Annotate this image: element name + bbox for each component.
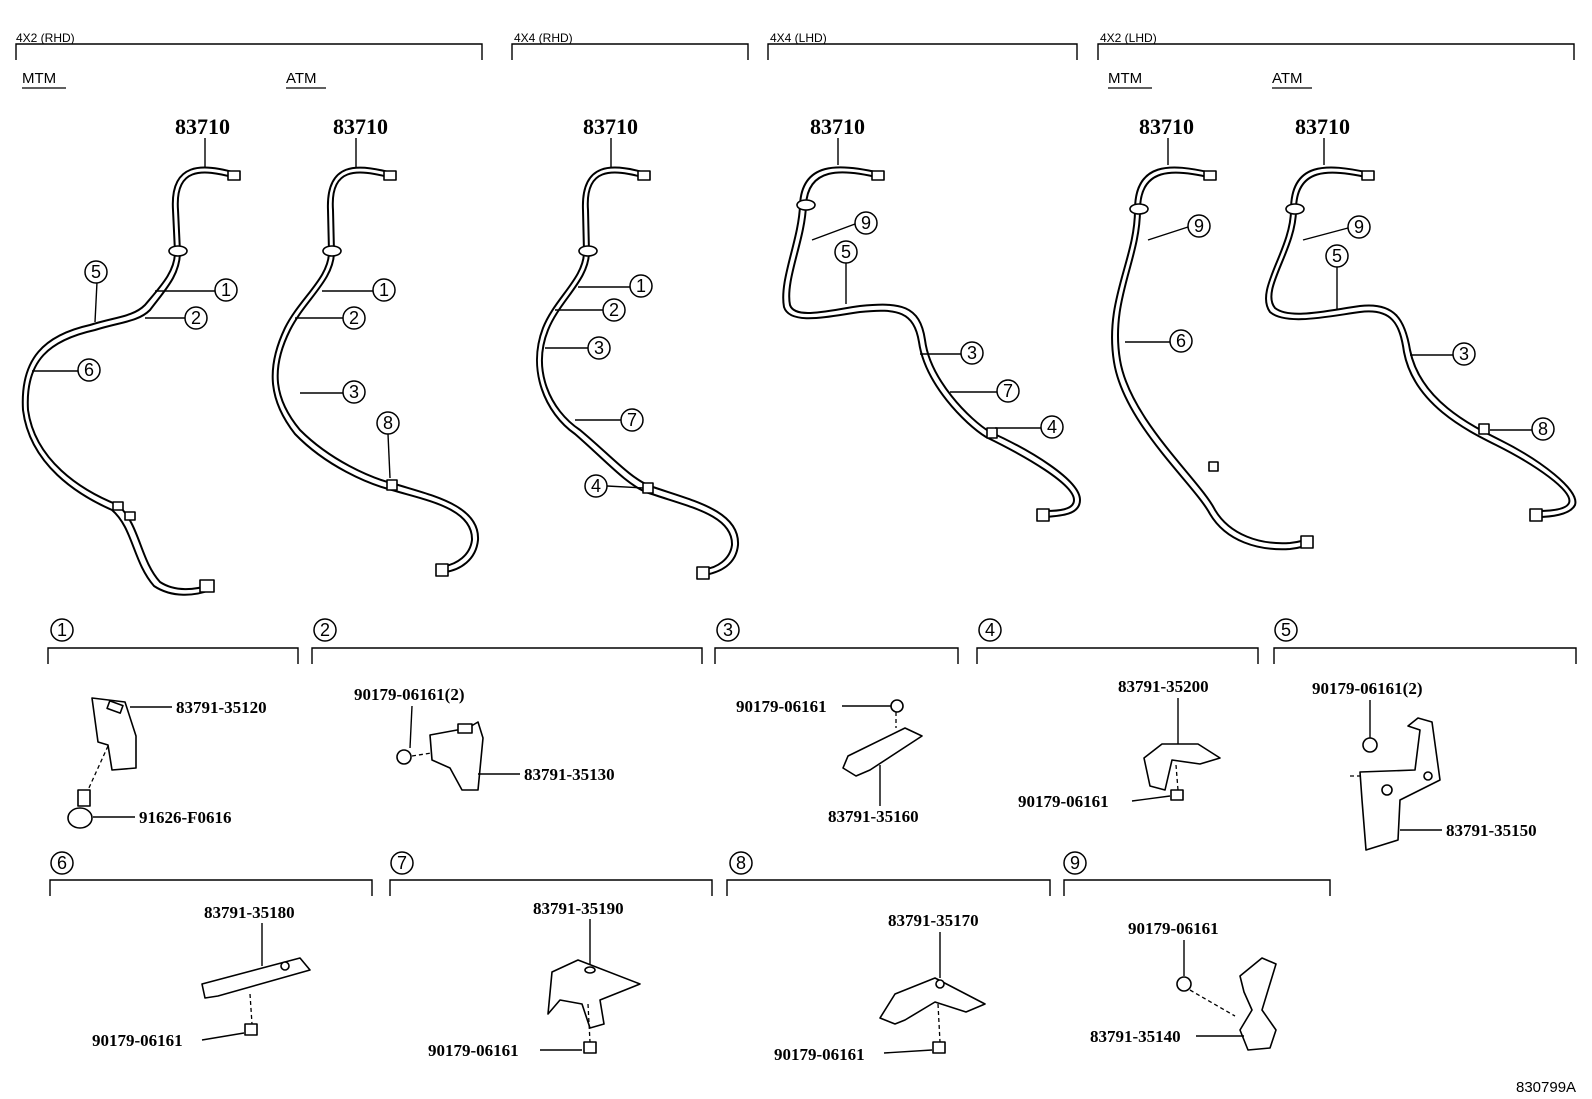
figure-id: 830799A bbox=[1516, 1079, 1576, 1096]
trans-label-atm: ATM bbox=[286, 70, 317, 87]
harness-4x4-rhd: 83710 1 2 3 7 4 bbox=[536, 114, 740, 580]
main-part-number-lhd-mtm: 83710 bbox=[1139, 114, 1194, 139]
callout-9-4x4-lhd: 9 bbox=[861, 213, 871, 233]
svg-text:83791-35190: 83791-35190 bbox=[533, 899, 624, 918]
svg-text:90179-06161: 90179-06161 bbox=[428, 1041, 519, 1060]
svg-text:83791-35130: 83791-35130 bbox=[524, 765, 615, 784]
harness-4x2-lhd-atm: 83710 9 5 3 8 bbox=[1265, 114, 1577, 522]
callout-1-4x4: 1 bbox=[636, 276, 646, 296]
detail-6: 6 83791-35180 90179-06161 bbox=[49, 851, 373, 1050]
callout-3-4x4-lhd: 3 bbox=[967, 343, 977, 363]
svg-text:90179-06161: 90179-06161 bbox=[1018, 792, 1109, 811]
detail-1: 1 83791-35120 91626-F0616 bbox=[47, 618, 299, 829]
group-label-4x4-lhd: 4X4 (LHD) bbox=[770, 31, 827, 45]
trans-label-mtm-lhd: MTM bbox=[1108, 70, 1142, 87]
svg-text:90179-06161(2): 90179-06161(2) bbox=[1312, 679, 1422, 698]
svg-text:90179-06161: 90179-06161 bbox=[92, 1031, 183, 1050]
svg-text:83791-35170: 83791-35170 bbox=[888, 911, 979, 930]
svg-text:83791-35200: 83791-35200 bbox=[1118, 677, 1209, 696]
callout-2-4x4: 2 bbox=[609, 300, 619, 320]
svg-text:2: 2 bbox=[320, 620, 330, 640]
callout-3-4x4: 3 bbox=[594, 338, 604, 358]
svg-text:83791-35150: 83791-35150 bbox=[1446, 821, 1537, 840]
detail-3: 3 90179-06161 83791-35160 bbox=[714, 618, 959, 826]
svg-text:4: 4 bbox=[985, 620, 995, 640]
group-4x4-lhd: 4X4 (LHD) bbox=[767, 31, 1078, 60]
svg-text:91626-F0616: 91626-F0616 bbox=[139, 808, 232, 827]
callout-9-lhd-mtm: 9 bbox=[1194, 216, 1204, 236]
svg-text:90179-06161: 90179-06161 bbox=[736, 697, 827, 716]
main-part-number-lhd-atm: 83710 bbox=[1295, 114, 1350, 139]
callout-5-4x4-lhd: 5 bbox=[841, 242, 851, 262]
callout-6: 6 bbox=[84, 360, 94, 380]
svg-text:83791-35160: 83791-35160 bbox=[828, 807, 919, 826]
detail-2: 2 90179-06161(2) 83791-35130 bbox=[311, 618, 703, 791]
callout-1: 1 bbox=[221, 280, 231, 300]
callout-5-lhd-atm: 5 bbox=[1332, 246, 1342, 266]
detail-8: 8 83791-35170 90179-06161 bbox=[726, 851, 1051, 1064]
callout-5: 5 bbox=[91, 262, 101, 282]
callout-4-4x4: 4 bbox=[591, 476, 601, 496]
main-part-number-4x4-lhd: 83710 bbox=[810, 114, 865, 139]
svg-text:6: 6 bbox=[57, 853, 67, 873]
group-4x2-lhd: 4X2 (LHD) MTM ATM bbox=[1097, 31, 1575, 89]
svg-text:83791-35140: 83791-35140 bbox=[1090, 1027, 1181, 1046]
detail-4: 4 83791-35200 90179-06161 bbox=[976, 618, 1259, 811]
callout-3-atm: 3 bbox=[349, 382, 359, 402]
callout-8-atm: 8 bbox=[383, 413, 393, 433]
svg-text:9: 9 bbox=[1070, 853, 1080, 873]
group-label-4x2-rhd: 4X2 (RHD) bbox=[16, 31, 75, 45]
harness-4x4-lhd: 83710 9 5 3 7 4 bbox=[782, 114, 1082, 522]
callout-9-lhd-atm: 9 bbox=[1354, 217, 1364, 237]
harness-4x2-rhd-atm: 83710 1 2 3 8 bbox=[271, 114, 480, 577]
svg-text:1: 1 bbox=[57, 620, 67, 640]
svg-text:90179-06161: 90179-06161 bbox=[1128, 919, 1219, 938]
svg-text:3: 3 bbox=[723, 620, 733, 640]
group-4x4-rhd: 4X4 (RHD) bbox=[511, 31, 749, 60]
callout-7-4x4-lhd: 7 bbox=[1003, 381, 1013, 401]
svg-text:8: 8 bbox=[736, 853, 746, 873]
svg-text:7: 7 bbox=[397, 853, 407, 873]
callout-6-lhd-mtm: 6 bbox=[1176, 331, 1186, 351]
svg-text:83791-35120: 83791-35120 bbox=[176, 698, 267, 717]
detail-9: 9 90179-06161 83791-35140 bbox=[1063, 851, 1331, 1051]
callout-3-lhd-atm: 3 bbox=[1459, 344, 1469, 364]
callout-2: 2 bbox=[191, 308, 201, 328]
svg-text:90179-06161(2): 90179-06161(2) bbox=[354, 685, 464, 704]
svg-text:90179-06161: 90179-06161 bbox=[774, 1045, 865, 1064]
main-part-number-4x4-rhd: 83710 bbox=[583, 114, 638, 139]
callout-8-lhd-atm: 8 bbox=[1538, 419, 1548, 439]
callout-7-4x4: 7 bbox=[627, 410, 637, 430]
harness-4x2-rhd-mtm: 83710 5 1 2 6 bbox=[21, 114, 241, 596]
svg-text:83791-35180: 83791-35180 bbox=[204, 903, 295, 922]
trans-label-mtm: MTM bbox=[22, 70, 56, 87]
svg-text:5: 5 bbox=[1281, 620, 1291, 640]
callout-1-atm: 1 bbox=[379, 280, 389, 300]
group-label-4x4-rhd: 4X4 (RHD) bbox=[514, 31, 573, 45]
detail-5: 5 90179-06161(2) 83791-35150 bbox=[1273, 618, 1577, 851]
callout-4-4x4-lhd: 4 bbox=[1047, 417, 1057, 437]
trans-label-atm-lhd: ATM bbox=[1272, 70, 1303, 87]
callout-2-atm: 2 bbox=[349, 308, 359, 328]
main-part-number-atm: 83710 bbox=[333, 114, 388, 139]
harness-4x2-lhd-mtm: 83710 9 6 bbox=[1111, 114, 1314, 551]
detail-7: 7 83791-35190 90179-06161 bbox=[389, 851, 713, 1060]
group-4x2-rhd: 4X2 (RHD) MTM ATM bbox=[15, 31, 483, 89]
main-part-number: 83710 bbox=[175, 114, 230, 139]
group-label-4x2-lhd: 4X2 (LHD) bbox=[1100, 31, 1157, 45]
